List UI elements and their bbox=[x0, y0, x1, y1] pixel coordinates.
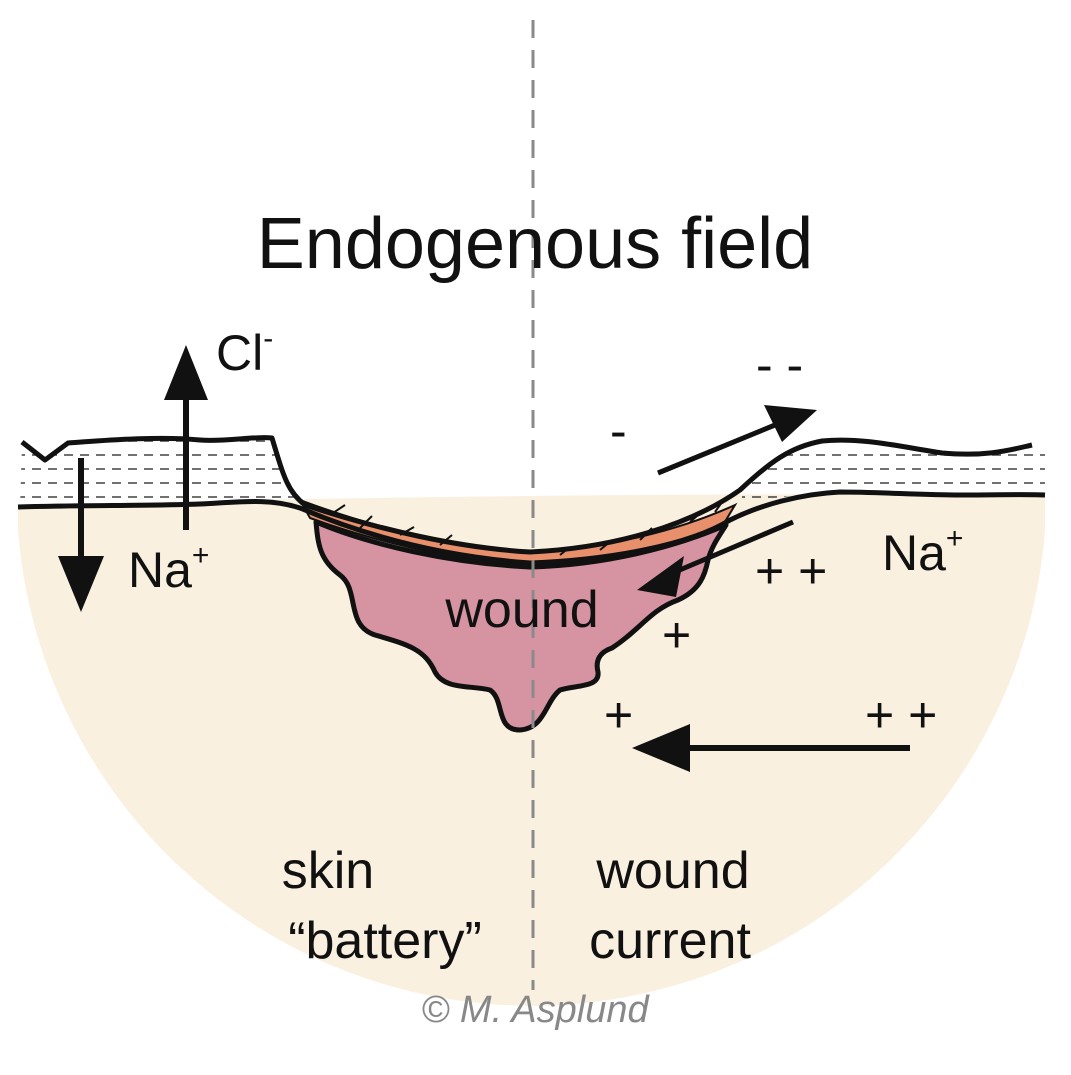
sodium-label-right: Na+ bbox=[882, 522, 963, 581]
wound-current-label-line1: wound bbox=[595, 842, 749, 900]
skin-battery-label-line1: skin bbox=[282, 842, 374, 900]
dermis-boundary-line bbox=[17, 489, 1046, 566]
skin-surface-line bbox=[20, 435, 1033, 555]
positive-charges-upper: + + bbox=[755, 543, 827, 599]
positive-charges-lower: + + bbox=[865, 687, 937, 743]
arrow-head bbox=[764, 405, 817, 442]
lateral-current-arrow bbox=[632, 724, 910, 772]
down-arrow-head bbox=[58, 556, 104, 612]
copyright-credit: © M. Asplund bbox=[421, 989, 650, 1031]
positive-charge-lower: + bbox=[604, 687, 633, 743]
chloride-label: Cl- bbox=[216, 322, 273, 381]
sodium-label-left: Na+ bbox=[128, 539, 209, 598]
wound-field-arrow bbox=[637, 519, 794, 597]
diagram-title: Endogenous field bbox=[257, 204, 813, 284]
positive-charge-mid: + bbox=[662, 607, 691, 663]
surface-field-arrow bbox=[657, 405, 817, 476]
wound-current-label-line2: current bbox=[589, 912, 751, 970]
wound-label: wound bbox=[444, 581, 598, 639]
up-arrow-head bbox=[164, 345, 208, 400]
negative-charges-double: - - bbox=[756, 337, 803, 393]
sodium-influx: Na+ bbox=[58, 458, 209, 612]
arrow-head bbox=[637, 556, 684, 597]
arrow-head bbox=[632, 724, 690, 772]
negative-charge-single: - bbox=[610, 403, 627, 459]
epidermis-layer-left bbox=[20, 437, 305, 507]
skin-battery-label-line2: “battery” bbox=[288, 912, 482, 970]
chloride-efflux: Cl- bbox=[164, 322, 273, 530]
